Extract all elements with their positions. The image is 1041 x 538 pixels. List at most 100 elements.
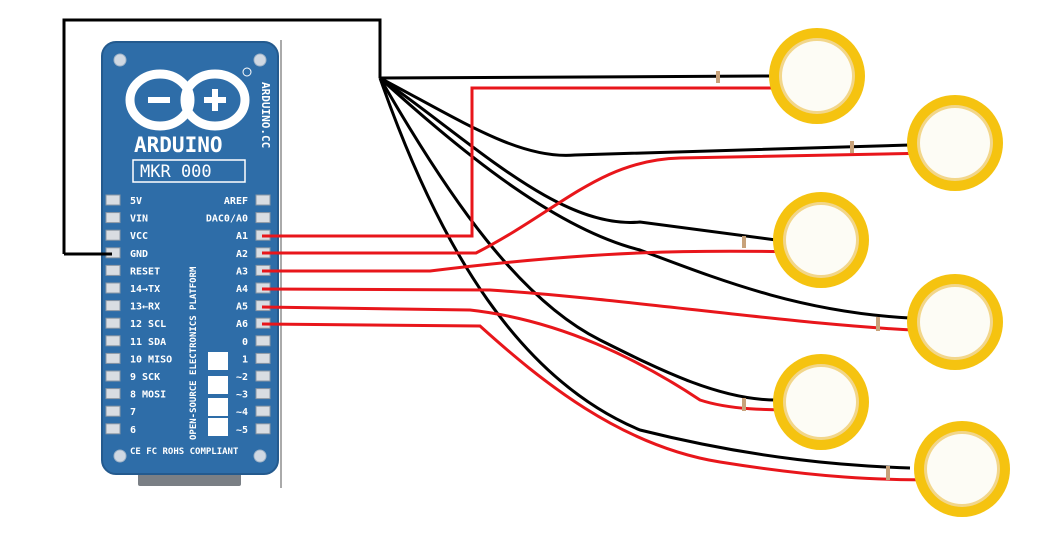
left-pin-label: 13←RX: [130, 302, 160, 313]
right-pin-label: AREF: [224, 196, 248, 207]
left-pin-label: 10 MISO: [130, 354, 172, 365]
button-pad: [208, 352, 228, 370]
piezo-1: [769, 28, 865, 124]
ground-wire-4: [378, 76, 911, 320]
right-pin-pad: [255, 212, 271, 224]
button-pad: [208, 418, 228, 436]
piezo-center: [786, 205, 856, 275]
right-pin-pad: [255, 194, 271, 206]
arduino-logo: [125, 67, 252, 131]
left-pin-pad: [105, 282, 121, 294]
piezo-5: [773, 354, 869, 450]
piezo-6: [914, 421, 1010, 517]
signal-wire-a1: [262, 86, 796, 238]
left-pin-label: VCC: [130, 231, 148, 242]
ground-wire-1: [379, 74, 773, 80]
left-pin-pad: [105, 212, 121, 224]
resistor: [742, 236, 746, 248]
left-pin-label: 6: [130, 425, 136, 436]
signal-wire-a2: [262, 151, 935, 255]
left-pin-pad: [105, 194, 121, 206]
right-pin-label: 1: [242, 354, 248, 365]
piezo-2: [907, 95, 1003, 191]
ground-wire-3: [379, 76, 777, 242]
left-pin-pad: [105, 229, 121, 241]
board-website: ARDUINO.CC: [259, 82, 272, 148]
mounting-hole: [113, 449, 127, 463]
right-pin-label: A6: [236, 319, 248, 330]
mounting-hole: [253, 449, 267, 463]
board-brand: ARDUINO: [134, 133, 223, 157]
left-pin-pad: [105, 352, 121, 364]
arduino-board: ARDUINO MKR 000 ARDUINO.CC OPEN-SOURCE E…: [101, 41, 279, 486]
right-pin-label: A3: [236, 266, 248, 277]
left-pin-label: 14→TX: [130, 284, 160, 295]
button-pad: [208, 376, 228, 394]
piezo-center: [782, 41, 852, 111]
piezo-4: [907, 274, 1003, 370]
right-pin-pad: [255, 335, 271, 347]
board-model: MKR 000: [140, 162, 212, 182]
resistor: [876, 317, 880, 331]
wires: [62, 18, 937, 482]
left-pin-pad: [105, 300, 121, 312]
mounting-hole: [253, 53, 267, 67]
left-pin-pad: [105, 405, 121, 417]
piezo-center: [786, 367, 856, 437]
left-pin-pad: [105, 423, 121, 435]
left-pin-label: 12 SCL: [130, 319, 166, 330]
ground-wire-2: [379, 76, 911, 157]
right-pin-label: A4: [236, 284, 248, 295]
right-pin-pad: [255, 388, 271, 400]
ground-wire-5: [378, 77, 777, 402]
piezo-center: [927, 434, 997, 504]
left-pin-label: 11 SDA: [130, 337, 166, 348]
pcb: [101, 41, 279, 475]
mounting-hole: [113, 53, 127, 67]
right-pin-pad: [255, 352, 271, 364]
left-pin-pad: [105, 335, 121, 347]
signal-wire-a4: [261, 287, 935, 333]
right-pin-label: A1: [236, 231, 248, 242]
resistor: [742, 398, 746, 411]
left-pin-label: 9 SCK: [130, 372, 160, 383]
right-pin-pad: [255, 405, 271, 417]
signal-wire-a6: [261, 322, 937, 482]
board-platform-text: OPEN-SOURCE ELECTRONICS PLATFORM: [189, 266, 199, 440]
piezo-center: [920, 287, 990, 357]
ground-wire-6: [378, 77, 911, 470]
right-pin-label: 0: [242, 337, 248, 348]
resistor: [886, 466, 890, 480]
resistor: [850, 141, 854, 153]
left-pin-label: 7: [130, 407, 136, 418]
right-pin-label: DAC0/A0: [206, 214, 248, 225]
button-pad: [208, 398, 228, 416]
left-pin-label: 8 MOSI: [130, 390, 166, 401]
right-pin-label: A5: [236, 302, 248, 313]
ground-loop-wire: [62, 18, 382, 256]
board-compliance: CE FC ROHS COMPLIANT: [130, 447, 239, 457]
signal-wire-a3: [262, 249, 801, 273]
left-pin-label: RESET: [130, 266, 160, 277]
signal-wire-a5: [261, 305, 801, 412]
piezo-center: [920, 108, 990, 178]
right-pin-label: A2: [236, 249, 248, 260]
left-pin-pad: [105, 264, 121, 276]
left-pin-pad: [105, 370, 121, 382]
right-pin-pad: [255, 370, 271, 382]
left-pin-pad: [105, 317, 121, 329]
right-pin-label: ~4: [236, 407, 248, 418]
piezo-group: [769, 28, 1010, 517]
left-pin-label: VIN: [130, 214, 148, 225]
right-pin-label: ~3: [236, 390, 248, 401]
left-pin-pad: [105, 388, 121, 400]
model-box: [132, 159, 246, 183]
resistor: [716, 71, 720, 83]
right-pin-pad: [255, 423, 271, 435]
right-pin-label: ~5: [236, 425, 248, 436]
left-pin-label: 5V: [130, 196, 142, 207]
piezo-3: [773, 192, 869, 288]
left-pin-header: 5V VIN VCC GND RESET 14→TX 13←RX 12 SCL 11 SDA 10…: [105, 194, 172, 436]
left-pin-label: GND: [130, 249, 148, 260]
